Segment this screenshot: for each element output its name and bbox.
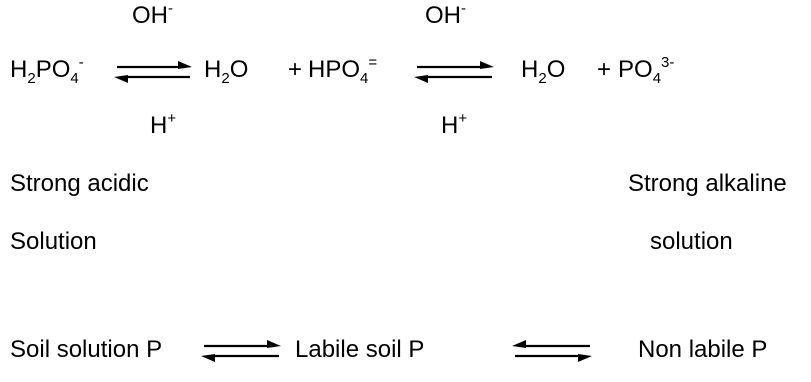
species-water-2: H2O bbox=[521, 56, 566, 87]
label-strong-acidic: Strong acidic bbox=[10, 170, 149, 197]
pool-non-labile-p: Non labile P bbox=[638, 336, 768, 363]
catalyst-h-2: H+ bbox=[441, 110, 468, 139]
species-phosphate: PO43- bbox=[618, 54, 675, 87]
equilibrium-arrow-1 bbox=[114, 61, 192, 83]
equilibrium-arrow-4 bbox=[512, 340, 592, 362]
species-water-1: H2O bbox=[204, 56, 249, 87]
label-strong-alkaline: Strong alkaline bbox=[628, 170, 787, 197]
species-hydrogen-phosphate: HPO4= bbox=[308, 54, 378, 87]
species-dihydrogen-phosphate: H2PO4- bbox=[10, 54, 84, 87]
label-solution-acidic: Solution bbox=[10, 228, 97, 255]
catalyst-oh-1: OH- bbox=[132, 0, 173, 29]
equilibrium-arrow-3 bbox=[201, 340, 281, 362]
catalyst-h-1: H+ bbox=[150, 110, 177, 139]
pool-labile-soil-p: Labile soil P bbox=[295, 336, 425, 363]
equilibrium-arrow-2 bbox=[414, 61, 494, 83]
catalyst-oh-2: OH- bbox=[425, 0, 466, 29]
plus-sign-1: + bbox=[288, 56, 303, 83]
label-solution-alkaline: solution bbox=[650, 228, 733, 255]
plus-sign-2: + bbox=[597, 56, 612, 83]
pool-soil-solution-p: Soil solution P bbox=[10, 336, 163, 363]
